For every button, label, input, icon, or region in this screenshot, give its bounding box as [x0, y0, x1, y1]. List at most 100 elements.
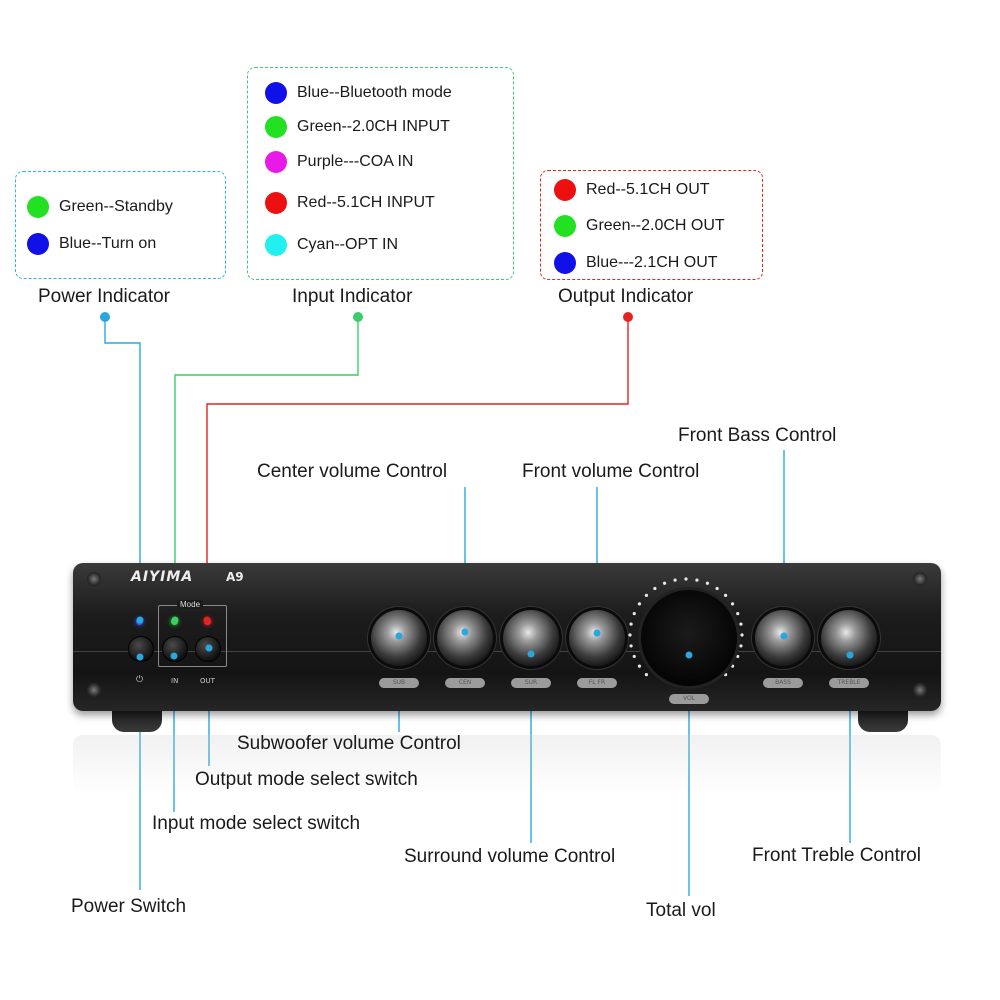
volume-scale-dot [739, 644, 743, 648]
volume-scale-dot [637, 602, 642, 606]
legend-item-label: Blue---2.1CH OUT [586, 254, 718, 271]
legend-item-label: Cyan--OPT IN [297, 236, 399, 253]
screw-bottom-right [913, 683, 927, 697]
volume-scale-dot [736, 611, 740, 616]
volume-scale-dot [644, 672, 649, 677]
color-dot-icon [27, 196, 49, 218]
treble-knob[interactable] [821, 610, 877, 666]
output-mode-button[interactable] [195, 636, 221, 662]
legend-item-label: Green--Standby [59, 198, 173, 215]
legend-item-label: Red--5.1CH OUT [586, 181, 710, 198]
volume-scale-dot [629, 622, 633, 626]
input-indicator-item: Green--2.0CH INPUT [265, 116, 450, 138]
power-indicator-item: Green--Standby [27, 196, 173, 218]
mode-label: Mode [177, 600, 204, 609]
legend-item-label: Purple---COA IN [297, 153, 414, 170]
cen-knob-label: CEN [445, 678, 485, 688]
volume-scale-dot [730, 602, 735, 606]
color-dot-icon [554, 252, 576, 274]
legend-item-label: Red--5.1CH INPUT [297, 194, 435, 211]
volume-scale-dot [723, 593, 728, 598]
input-indicator-heading: Input Indicator [292, 286, 413, 307]
input-mode-label: Input mode select switch [152, 813, 361, 834]
output-indicator-anchor [623, 312, 633, 322]
output-indicator-item: Green--2.0CH OUT [554, 215, 725, 237]
input-indicator-item: Purple---COA IN [265, 151, 413, 173]
total-volume-knob[interactable] [641, 590, 737, 686]
power-symbol-icon: ⏻ [136, 675, 144, 685]
device-reflection [73, 735, 941, 795]
input-mode-button[interactable] [162, 636, 188, 662]
volume-scale-dot [723, 672, 728, 677]
input-indicator-item: Red--5.1CH INPUT [265, 192, 435, 214]
amplifier-front-panel: AIYIMA A9 Mode ⏻ IN OUT SUB CEN SUR FL F… [73, 563, 941, 711]
power-button[interactable] [128, 636, 154, 662]
volume-scale-dot [695, 578, 699, 582]
bass-knob-label: BASS [763, 678, 803, 688]
front-treble-label: Front Treble Control [752, 845, 921, 866]
surround-volume-label: Surround volume Control [404, 846, 616, 867]
volume-scale-dot [740, 633, 744, 637]
volume-scale-dot [715, 586, 719, 591]
color-dot-icon [265, 116, 287, 138]
legend-item-label: Blue--Turn on [59, 235, 157, 252]
total-vol-label: Total vol [646, 900, 716, 921]
power-led [136, 618, 143, 625]
brand-logo: AIYIMA [131, 569, 194, 585]
screw-bottom-left [87, 683, 101, 697]
output-indicator-heading: Output Indicator [558, 286, 694, 307]
front-knob[interactable] [569, 610, 625, 666]
left-foot [112, 708, 162, 732]
in-button-label: IN [171, 677, 179, 685]
color-dot-icon [265, 151, 287, 173]
color-dot-icon [265, 192, 287, 214]
front-bass-label: Front Bass Control [678, 425, 837, 446]
volume-scale-dot [629, 644, 633, 648]
color-dot-icon [554, 215, 576, 237]
input-indicator-box [247, 67, 514, 280]
volume-scale-dot [705, 581, 710, 585]
sur-knob-label: SUR [511, 678, 551, 688]
input-indicator-wire [174, 317, 359, 620]
output-indicator-item: Red--5.1CH OUT [554, 179, 710, 201]
volume-scale-dot [653, 586, 657, 591]
vol-knob-label: VOL [669, 694, 709, 704]
power-indicator-wire [104, 317, 141, 620]
screw-top-left [87, 572, 101, 586]
right-foot [858, 708, 908, 732]
volume-scale-dot [739, 622, 743, 626]
volume-scale-dot [736, 654, 740, 659]
volume-scale-dot [673, 578, 677, 582]
volume-scale-dot [662, 581, 667, 585]
color-dot-icon [265, 234, 287, 256]
output-indicator-wire [206, 317, 629, 620]
power-indicator-heading: Power Indicator [38, 286, 171, 307]
front-volume-label: Front volume Control [522, 461, 700, 482]
power-indicator-box [15, 171, 226, 279]
output-led [204, 618, 211, 625]
output-indicator-box [540, 170, 763, 280]
input-indicator-anchor [353, 312, 363, 322]
power-switch-label: Power Switch [71, 896, 187, 917]
output-mode-label: Output mode select switch [195, 769, 418, 790]
output-indicator-item: Blue---2.1CH OUT [554, 252, 718, 274]
legend-item-label: Green--2.0CH INPUT [297, 118, 450, 135]
input-indicator-item: Blue--Bluetooth mode [265, 82, 452, 104]
legend-item-label: Green--2.0CH OUT [586, 217, 725, 234]
volume-scale-dot [632, 611, 636, 616]
out-button-label: OUT [200, 677, 215, 685]
sub-knob-label: SUB [379, 678, 419, 688]
power-indicator-anchor [100, 312, 110, 322]
input-led [171, 618, 178, 625]
treble-knob-label: TREBLE [829, 678, 869, 688]
center-knob[interactable] [437, 610, 493, 666]
volume-scale-dots [628, 577, 744, 677]
volume-scale-dot [644, 593, 649, 598]
volume-scale-dot [684, 577, 688, 581]
bass-knob[interactable] [755, 610, 811, 666]
screw-top-right [913, 572, 927, 586]
volume-scale-dot [628, 633, 632, 637]
model-name: A9 [226, 570, 244, 584]
subwoofer-knob[interactable] [371, 610, 427, 666]
surround-knob[interactable] [503, 610, 559, 666]
